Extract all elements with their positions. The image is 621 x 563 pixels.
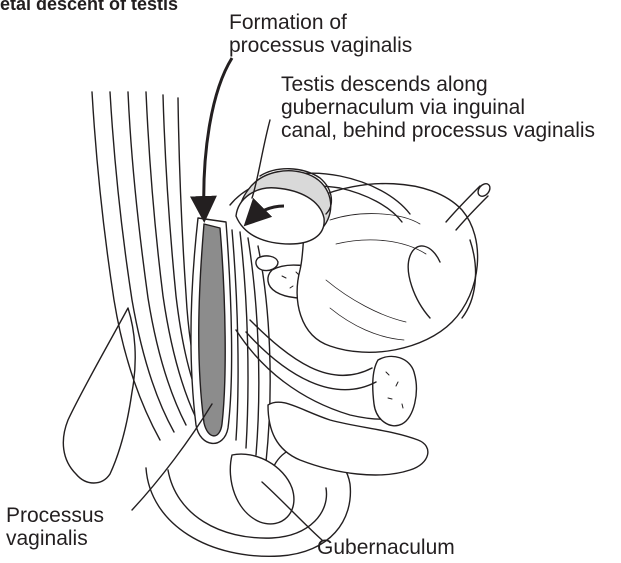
- urachus-opening: [476, 181, 493, 198]
- fascial-sheath: [240, 232, 248, 448]
- tissue-nodule: [256, 256, 278, 271]
- fascial-sheath: [232, 230, 238, 440]
- arrow-formation: [204, 58, 232, 214]
- gubernaculum: [230, 454, 294, 524]
- sacral-bone: [373, 356, 417, 425]
- thigh-outline: [63, 308, 135, 483]
- abdominal-wall-layer: [128, 92, 186, 425]
- fascial-sheath: [248, 238, 259, 455]
- abdominal-wall-layer: [146, 92, 196, 418]
